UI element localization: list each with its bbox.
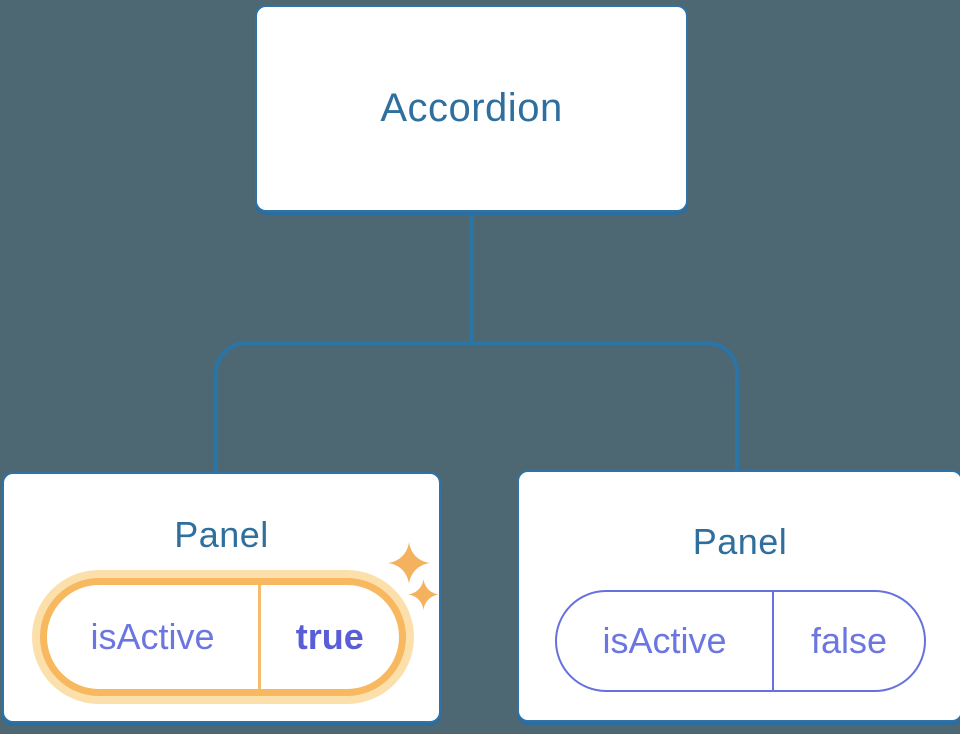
sparkle-icon — [408, 579, 439, 610]
state-value-label: false — [810, 620, 888, 661]
sparkle-icon — [388, 542, 430, 584]
node-accordion-label: Accordion — [380, 86, 563, 130]
node-panel-inactive: Panel isActive false — [517, 470, 960, 722]
connector-root-stem — [469, 209, 474, 343]
node-panel-active: Panel isActive true — [2, 472, 441, 723]
state-key-label: isActive — [602, 620, 727, 661]
connector-branch — [214, 341, 739, 472]
pill-divider — [258, 585, 261, 689]
state-pill-inactive: isActive false — [555, 590, 926, 692]
node-panel-title: Panel — [174, 514, 269, 555]
node-accordion: Accordion — [255, 5, 688, 212]
state-value-label: true — [295, 616, 364, 657]
state-key-label: isActive — [90, 616, 215, 657]
state-pill-active: isActive true — [40, 578, 406, 696]
node-panel-title: Panel — [692, 521, 788, 562]
pill-divider — [772, 592, 774, 690]
